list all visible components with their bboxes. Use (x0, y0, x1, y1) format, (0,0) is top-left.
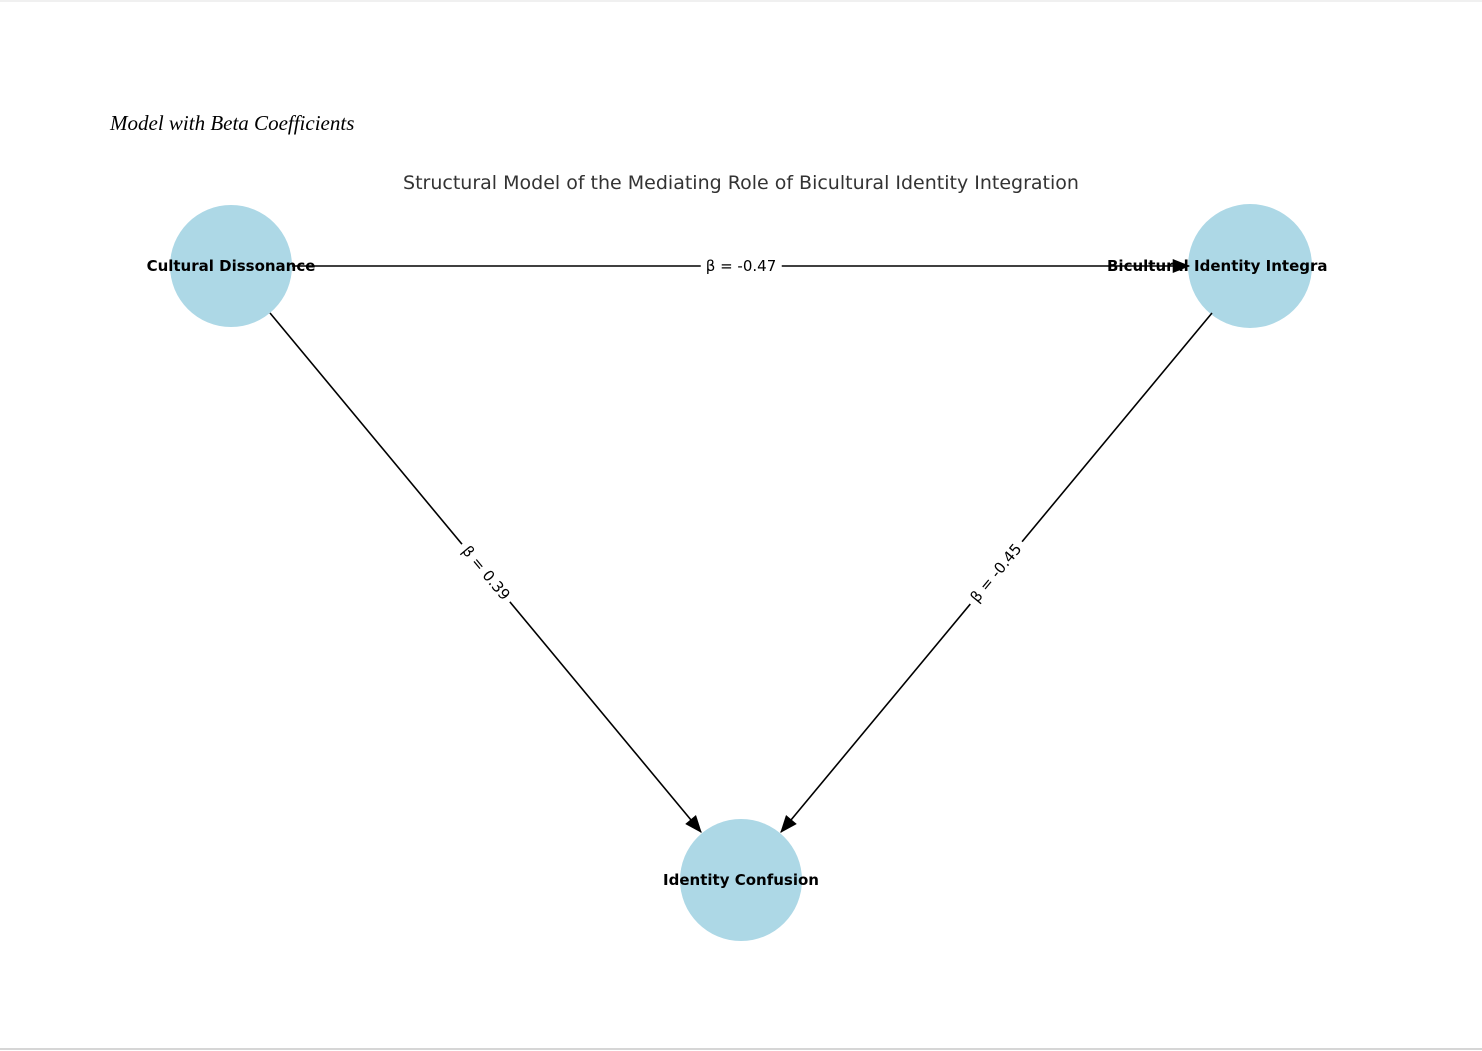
page-heading: Model with Beta Coefficients (110, 111, 355, 135)
figure-title: Structural Model of the Mediating Role o… (403, 172, 1079, 194)
node-label-identity-confusion: Identity Confusion (663, 871, 819, 889)
node-cultural-dissonance (170, 205, 292, 327)
screenshot-bottom-edge-line (0, 1048, 1482, 1050)
edge-label-cd-bii: β = -0.47 (700, 256, 782, 276)
node-label-cultural-dissonance: Cultural Dissonance (146, 257, 316, 275)
node-bicultural-identity-integration (1188, 204, 1312, 328)
edge-label-bii-ic: β = -0.45 (962, 535, 1030, 611)
node-label-bicultural-identity-integration: Bicultural Identity Integra (1107, 257, 1328, 275)
node-identity-confusion (680, 819, 802, 941)
screenshot-top-edge-line (0, 0, 1482, 2)
edge-label-cd-ic: β = 0.39 (454, 537, 518, 609)
